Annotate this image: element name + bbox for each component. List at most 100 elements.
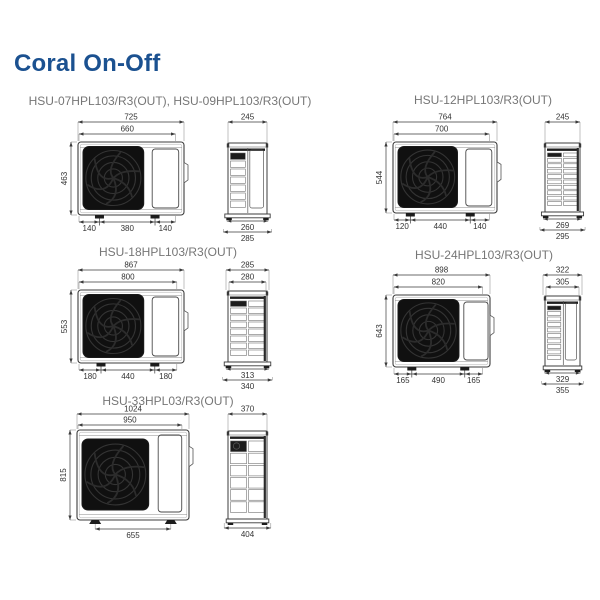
figure-label: HSU-12HPL103/R3(OUT) bbox=[414, 93, 552, 107]
dim-label: 643 bbox=[375, 324, 384, 338]
mounting-bracket bbox=[188, 445, 194, 468]
foot bbox=[460, 367, 470, 371]
dim-label: 380 bbox=[121, 224, 135, 233]
dim-label: 820 bbox=[432, 278, 446, 287]
dim-label: 725 bbox=[124, 113, 138, 122]
service-panel bbox=[463, 301, 489, 361]
fan-grille bbox=[81, 438, 150, 511]
foot bbox=[405, 213, 415, 217]
dim-label: 285 bbox=[241, 261, 255, 270]
foot bbox=[89, 520, 102, 524]
front-bottom-dimension: 120 440 140 bbox=[393, 214, 490, 231]
figure-label: HSU-24HPL103/R3(OUT) bbox=[415, 248, 553, 262]
service-panel bbox=[465, 148, 493, 207]
dim-label: 544 bbox=[375, 170, 384, 184]
dim-label: 165 bbox=[396, 376, 410, 385]
mounting-bracket bbox=[183, 309, 189, 332]
dim-label: 553 bbox=[60, 319, 69, 333]
dim-label: 700 bbox=[435, 125, 449, 134]
front-dimensions: 764 700 544 bbox=[375, 113, 498, 214]
foot bbox=[150, 215, 160, 219]
dim-label: 404 bbox=[241, 530, 255, 539]
front-dimensions: 725 660 463 bbox=[60, 113, 185, 216]
dim-label: 867 bbox=[124, 261, 138, 270]
dim-label: 245 bbox=[556, 113, 570, 122]
page-title: Coral On-Off bbox=[14, 50, 161, 77]
dim-label: 800 bbox=[121, 273, 135, 282]
dim-label: 295 bbox=[556, 232, 570, 241]
dim-label: 180 bbox=[83, 372, 97, 381]
dim-label: 815 bbox=[59, 468, 68, 482]
dim-label: 340 bbox=[241, 382, 255, 391]
mounting-bracket bbox=[183, 161, 189, 184]
base-plate bbox=[542, 365, 583, 372]
dim-label: 440 bbox=[121, 372, 135, 381]
louver-grid bbox=[547, 301, 577, 365]
dim-label: 370 bbox=[241, 405, 255, 414]
louver-grid bbox=[230, 296, 266, 361]
dim-label: 285 bbox=[241, 234, 255, 243]
foot bbox=[407, 367, 417, 371]
service-panel bbox=[151, 148, 180, 209]
base-plate bbox=[224, 213, 271, 220]
side-view bbox=[225, 430, 270, 525]
mounting-bracket bbox=[496, 161, 502, 184]
dim-label: 313 bbox=[241, 371, 255, 380]
foot bbox=[94, 215, 104, 219]
base-plate bbox=[225, 518, 270, 525]
side-view bbox=[223, 290, 272, 368]
dim-label: 950 bbox=[123, 416, 137, 425]
foot bbox=[465, 213, 475, 217]
dim-label: 140 bbox=[473, 222, 487, 231]
foot bbox=[150, 363, 160, 367]
front-dimensions: 1024 950 815 bbox=[59, 405, 190, 521]
dim-label: 120 bbox=[395, 222, 409, 231]
dim-label: 355 bbox=[556, 386, 570, 395]
side-view bbox=[540, 142, 585, 218]
dim-label: 329 bbox=[556, 375, 570, 384]
front-dimensions: 898 820 643 bbox=[375, 266, 491, 368]
front-view bbox=[392, 141, 502, 214]
side-dimensions: 245 269 295 bbox=[539, 113, 586, 241]
louver-grid bbox=[230, 148, 264, 213]
figure-1: HSU-07HPL103/R3(OUT), HSU-09HPL103/R3(OU… bbox=[29, 94, 312, 243]
dim-label: 660 bbox=[121, 125, 135, 134]
service-panel bbox=[151, 296, 180, 357]
front-bottom-dimension: 140 380 140 bbox=[78, 216, 176, 233]
dim-label: 764 bbox=[438, 113, 452, 122]
dim-label: 1024 bbox=[124, 405, 142, 414]
side-dimensions: 370 404 bbox=[223, 405, 272, 539]
dim-label: 463 bbox=[60, 171, 69, 185]
dim-label: 898 bbox=[435, 266, 449, 275]
service-panel bbox=[157, 434, 183, 513]
louver-grid bbox=[547, 148, 579, 211]
fan-grille bbox=[82, 146, 145, 210]
dim-label: 140 bbox=[83, 224, 97, 233]
dim-label: 440 bbox=[434, 222, 448, 231]
louver-grid bbox=[230, 436, 266, 518]
base-plate bbox=[223, 361, 272, 368]
foot bbox=[164, 520, 177, 524]
dim-label: 245 bbox=[241, 113, 255, 122]
dim-label: 305 bbox=[556, 278, 570, 287]
front-view bbox=[77, 141, 189, 216]
side-view bbox=[542, 295, 583, 372]
foot bbox=[96, 363, 106, 367]
fan-grille bbox=[82, 294, 145, 358]
figure-label: HSU-18HPL103/R3(OUT) bbox=[99, 245, 237, 259]
mounting-bracket bbox=[489, 314, 495, 337]
front-view bbox=[77, 289, 189, 364]
dim-label: 269 bbox=[556, 221, 570, 230]
dim-label: 165 bbox=[467, 376, 481, 385]
figure-2: HSU-12HPL103/R3(OUT) 764 700 544 120 440 140 24… bbox=[375, 93, 586, 241]
side-view bbox=[224, 142, 271, 220]
front-view bbox=[76, 429, 194, 521]
dim-label: 140 bbox=[159, 224, 173, 233]
